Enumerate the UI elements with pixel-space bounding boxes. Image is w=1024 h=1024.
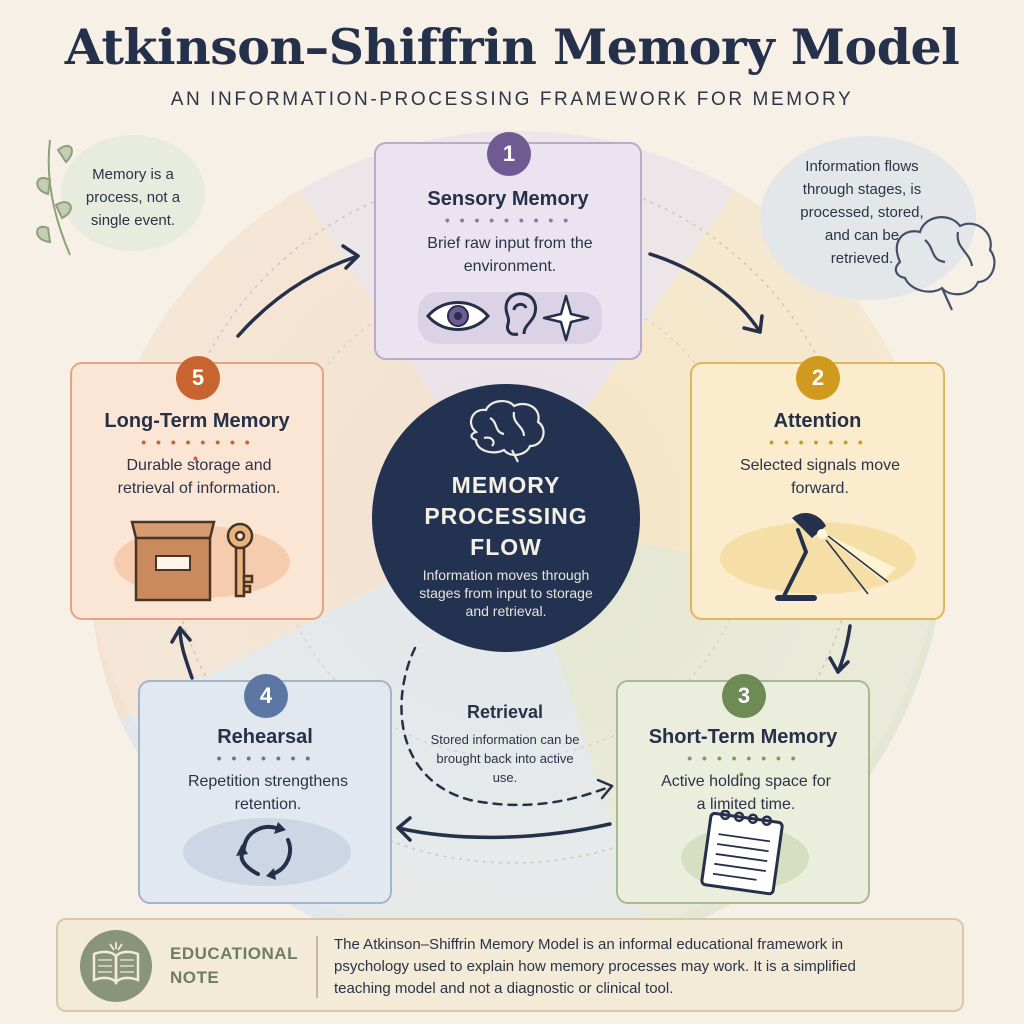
educational-note-text: The Atkinson–Shiffrin Memory Model is an… — [334, 936, 856, 997]
leaf-sprig-icon — [36, 139, 73, 256]
eye-icon — [426, 301, 490, 331]
desk-lamp-icon — [720, 512, 916, 601]
stage-card-attention: 2 Attention • • • • • • • Selected signa… — [690, 356, 945, 620]
retrieval-title: Retrieval — [466, 702, 544, 722]
stage-description: Active holding space for a limited time. — [661, 773, 831, 813]
title-divider-dots: • • • • • • • • • — [141, 434, 253, 466]
divider — [316, 936, 318, 998]
educational-note-label: EDUCATIONAL NOTE — [170, 944, 298, 987]
stage-title: Attention — [773, 410, 862, 432]
arrow-3-to-4 — [396, 822, 612, 840]
stage-title: Short-Term Memory — [648, 726, 838, 748]
arrow-5-to-1 — [236, 254, 360, 338]
stage-card-rehearsal: 4 Rehearsal • • • • • • • Repetition str… — [138, 674, 392, 904]
stage-number-badge: 4 — [244, 674, 288, 718]
cycle-arrows-icon — [183, 818, 351, 886]
stage-title: Sensory Memory — [427, 188, 589, 210]
stage-number-badge: 2 — [796, 356, 840, 400]
stage-description: Selected signals move forward. — [739, 457, 901, 497]
stage-card-long-term-memory: 5 Long-Term Memory • • • • • • • • • Dur… — [70, 356, 324, 620]
stage-card-sensory-memory: 1 Sensory Memory • • • • • • • • • Brief… — [374, 132, 642, 360]
left-side-note: Memory is a process, not a single event. — [85, 166, 181, 229]
arrow-2-to-3 — [836, 624, 852, 674]
right-note-bubble — [760, 136, 976, 300]
page-title: Atkinson–Shiffrin Memory Model — [64, 18, 960, 76]
brain-icon — [894, 216, 996, 311]
arrow-1-to-2 — [648, 252, 762, 334]
title-divider-dots: • • • • • • • — [216, 750, 314, 766]
storage-box-and-key — [114, 520, 290, 602]
center-text: Information moves through stages from in… — [419, 567, 593, 619]
stage-title: Rehearsal — [217, 726, 313, 748]
right-side-note: Information flows through stages, is pro… — [800, 158, 924, 267]
stage-number-badge: 1 — [487, 132, 531, 176]
stage-number-badge: 5 — [176, 356, 220, 400]
retrieval-dashed-arrow — [400, 646, 614, 807]
stage-description: Durable storage and retrieval of informa… — [117, 457, 281, 497]
stage-number-badge: 3 — [722, 674, 766, 718]
stage-title: Long-Term Memory — [104, 410, 290, 432]
retrieval-text: Stored information can be brought back i… — [430, 732, 580, 785]
key-icon — [226, 522, 254, 598]
stage-description: Repetition strengthens retention. — [187, 773, 349, 813]
notepad-icon — [681, 810, 809, 896]
stage-description: Brief raw input from the environment. — [427, 235, 593, 275]
sensory-icons — [418, 292, 602, 344]
title-divider-dots: • • • • • • • • • — [444, 212, 572, 228]
stage-card-short-term-memory: 3 Short-Term Memory • • • • • • • • • Ac… — [616, 674, 870, 904]
ear-icon — [504, 292, 538, 336]
brain-icon — [469, 400, 545, 463]
sparkle-icon — [542, 294, 590, 342]
educational-note: EDUCATIONAL NOTE The Atkinson–Shiffrin M… — [56, 918, 964, 1012]
left-note-bubble — [61, 135, 205, 251]
title-divider-dots: • • • • • • • • • — [687, 750, 799, 782]
title-divider-dots: • • • • • • • — [769, 434, 866, 450]
arrow-4-to-5 — [178, 626, 194, 680]
page-subtitle: AN INFORMATION-PROCESSING FRAMEWORK FOR … — [170, 89, 854, 110]
open-book-icon — [80, 930, 152, 1002]
center-title: MEMORY PROCESSING FLOW — [424, 472, 588, 560]
center-circle: MEMORY PROCESSING FLOW Information moves… — [372, 384, 640, 652]
storage-box-icon — [130, 520, 216, 602]
